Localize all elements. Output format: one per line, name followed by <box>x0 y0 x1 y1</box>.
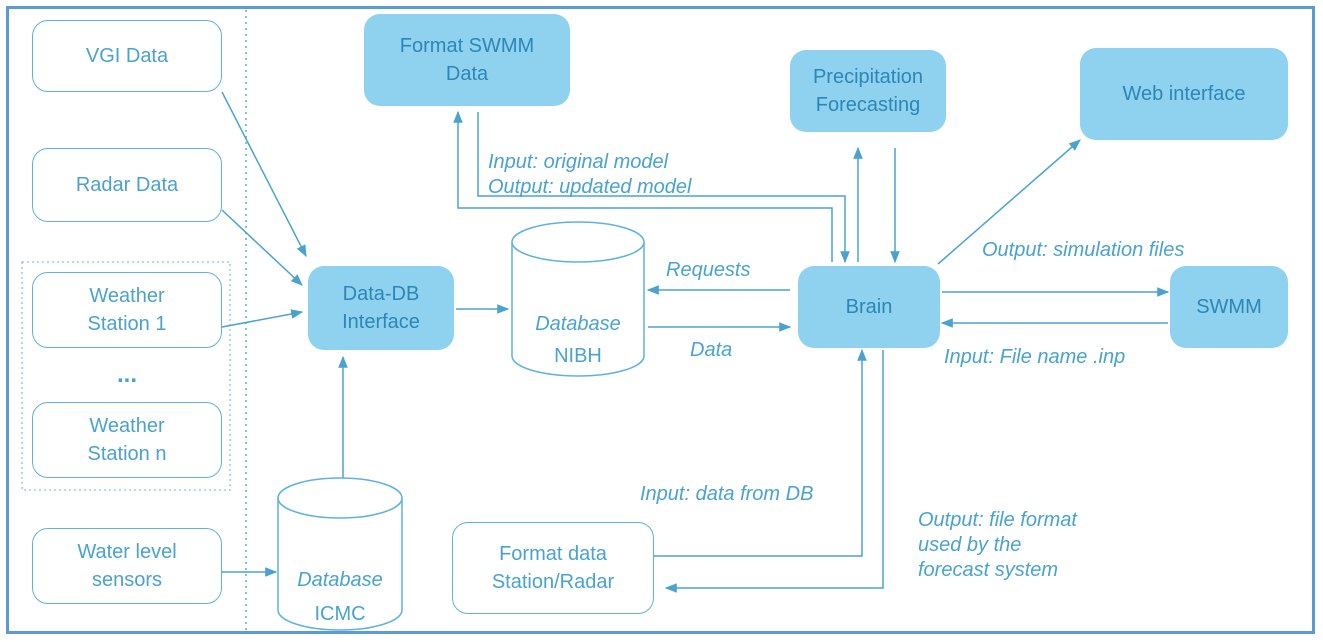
nibh-line1: Database <box>535 313 621 335</box>
format-swmm-to-brain-arrow <box>477 112 850 264</box>
more-stations-ellipsis: ... <box>116 361 137 388</box>
nibh-line2: NIBH <box>554 345 602 367</box>
format-station-to-brain-arrow <box>654 348 867 557</box>
swmm-io-label: Input: original model Output: updated mo… <box>488 151 692 198</box>
web-interface-box: Web interface <box>1080 48 1288 140</box>
icmc-line1: Database <box>297 569 383 591</box>
station-to-interface-arrow <box>221 309 304 328</box>
requests-label: Requests <box>666 259 751 281</box>
vgi-data-box: VGI Data <box>32 20 222 92</box>
forecast-format-label: Output: file format used by the forecast… <box>918 509 1077 581</box>
precipitation-forecasting-box: Precipitation Forecasting <box>790 50 946 132</box>
database-nibh <box>511 221 645 377</box>
icmc-line2: ICMC <box>314 603 365 625</box>
data-from-db-label: Input: data from DB <box>640 483 814 505</box>
water-level-sensors-box: Water level sensors <box>32 528 222 604</box>
brain-box: Brain <box>798 266 940 348</box>
weather-station-1-box: Weather Station 1 <box>32 272 222 348</box>
weather-station-n-box: Weather Station n <box>32 402 222 478</box>
data-db-interface-box: Data-DB Interface <box>308 266 454 350</box>
file-name-label: Input: File name .inp <box>944 346 1126 368</box>
vgi-to-interface-arrow <box>221 91 307 258</box>
brain-to-web-arrow <box>937 139 1081 265</box>
brain-to-format-swmm-arrow <box>453 110 833 262</box>
database-icmc <box>277 477 403 631</box>
data-label: Data <box>690 339 733 361</box>
weather-group-outline <box>21 261 231 491</box>
simulation-files-label: Output: simulation files <box>982 239 1185 261</box>
format-data-station-radar-box: Format data Station/Radar <box>452 522 654 614</box>
brain-to-format-station-arrow <box>664 350 884 593</box>
radar-data-box: Radar Data <box>32 148 222 222</box>
radar-to-interface-arrow <box>221 209 303 286</box>
swmm-box: SWMM <box>1170 266 1288 348</box>
format-swmm-data-box: Format SWMM Data <box>364 14 570 106</box>
